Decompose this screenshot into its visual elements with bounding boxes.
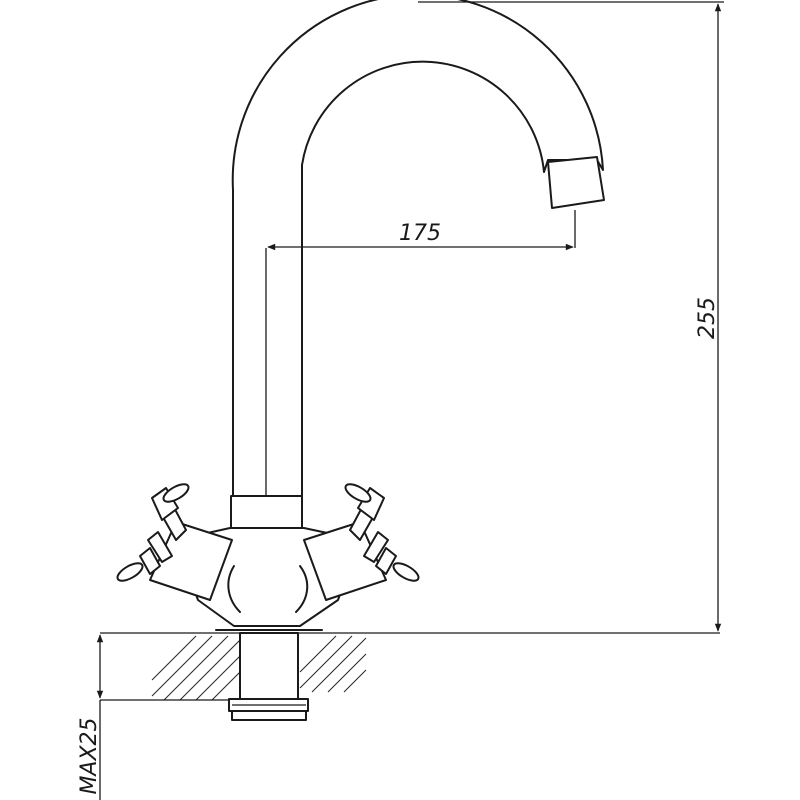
mount-thickness-dimension: MAX25 <box>77 634 104 800</box>
right-cross-handle[interactable] <box>343 481 421 584</box>
reach-dimension: 175 <box>265 210 576 496</box>
height-dimension-label: 255 <box>695 297 720 339</box>
left-cross-handle[interactable] <box>115 481 191 584</box>
right-valve-housing <box>303 521 387 601</box>
countertop-hatching <box>151 635 367 701</box>
gooseneck-spout <box>231 0 605 497</box>
mounting-shank <box>228 632 309 721</box>
height-dimension: 255 <box>418 1 724 632</box>
spout-collar <box>230 495 303 529</box>
mount-thickness-label: MAX25 <box>77 717 102 794</box>
left-valve-housing <box>149 521 233 601</box>
reach-dimension-label: 175 <box>399 221 441 246</box>
